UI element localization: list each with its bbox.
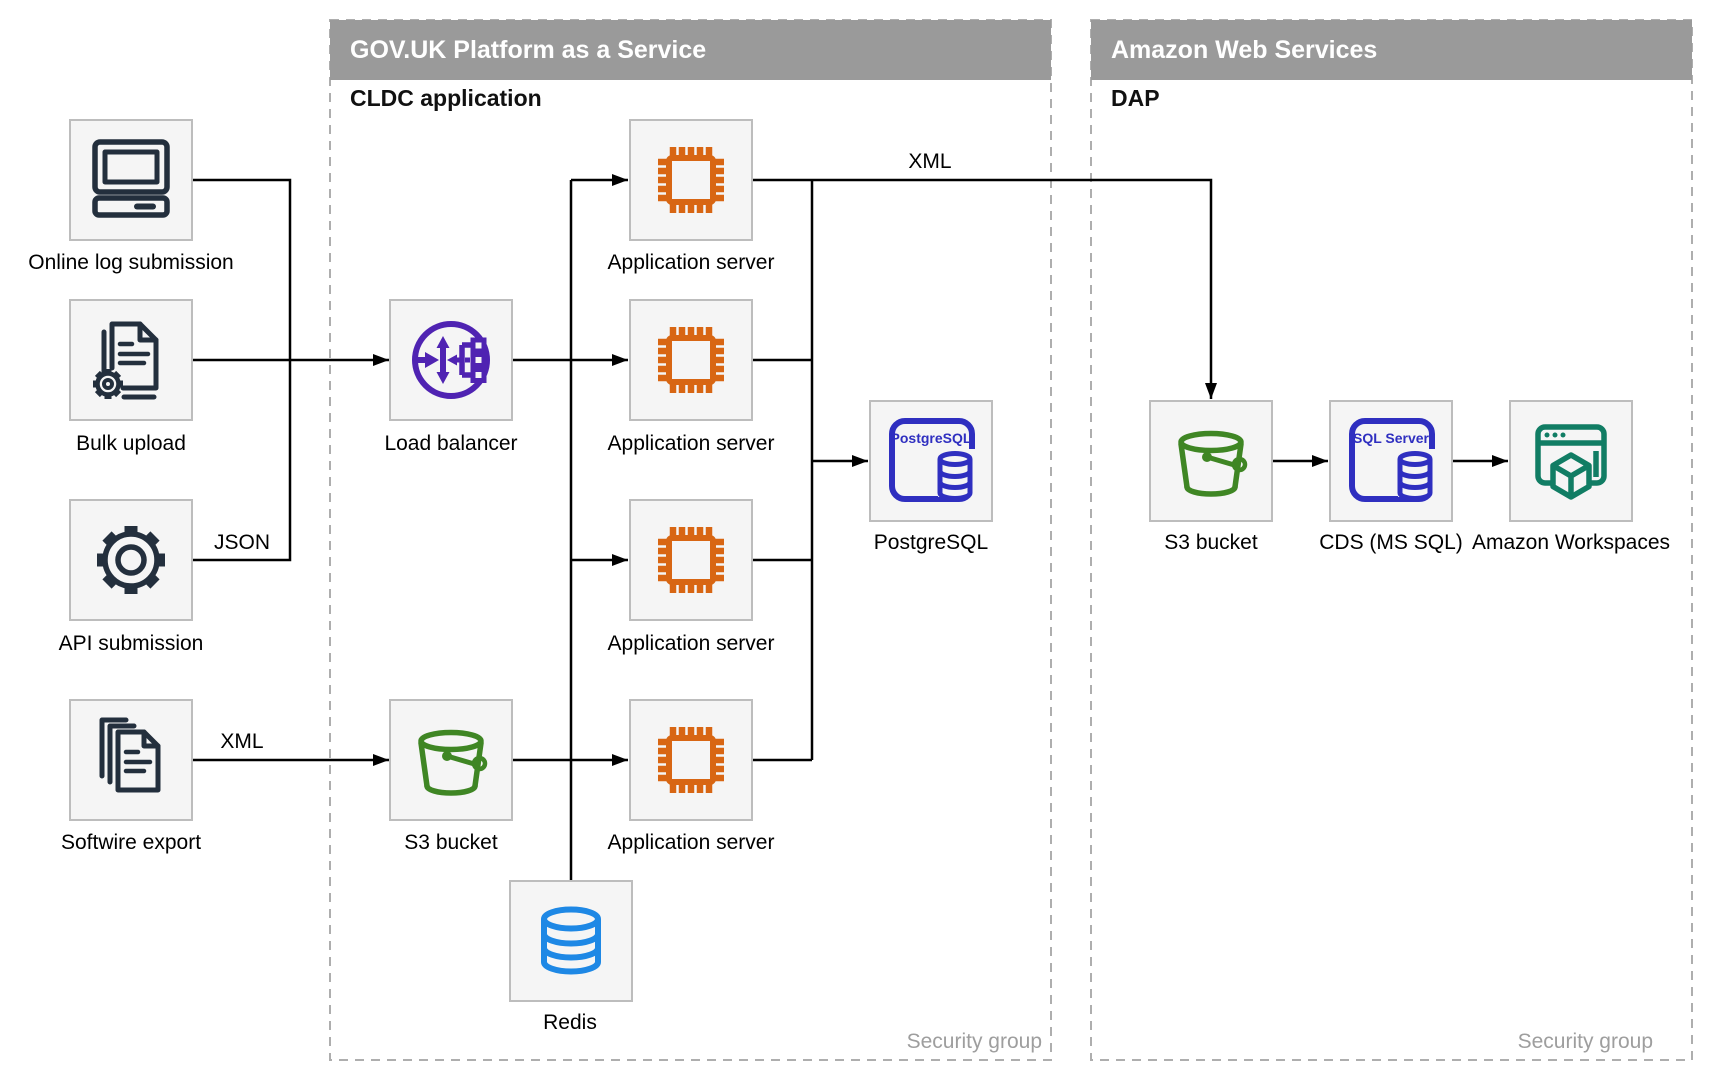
node-app-server-1: Application server bbox=[608, 119, 775, 274]
edge-label-xml-app: XML bbox=[908, 150, 951, 173]
softwire-export-label: Softwire export bbox=[61, 831, 201, 854]
online-log-label: Online log submission bbox=[28, 251, 233, 274]
bucket-icon bbox=[1178, 430, 1248, 497]
app-server-1-box bbox=[629, 119, 753, 241]
database-cylinder-icon bbox=[541, 906, 601, 975]
aws-sublabel: DAP bbox=[1111, 85, 1160, 111]
paas-container-header bbox=[330, 20, 1051, 80]
node-cds-mssql: SQL Server CDS (MS SQL) bbox=[1319, 400, 1463, 554]
app-server-3-box bbox=[629, 499, 753, 621]
edge-app-server-xml-to-aws-s3 bbox=[752, 178, 1217, 399]
app-server-1-label: Application server bbox=[608, 251, 775, 274]
chip-icon bbox=[658, 147, 724, 213]
workspaces-window-cube-icon bbox=[1535, 424, 1607, 500]
aws-container: Amazon Web Services DAP Security group bbox=[1090, 19, 1693, 1061]
aws-security-group-label: Security group bbox=[1518, 1030, 1653, 1053]
paas-container-title: GOV.UK Platform as a Service bbox=[350, 36, 706, 64]
bucket-icon bbox=[418, 729, 488, 796]
node-app-server-2: Application server bbox=[608, 299, 775, 455]
node-s3-bucket-aws: S3 bucket bbox=[1149, 400, 1273, 554]
paas-security-group-label: Security group bbox=[907, 1030, 1042, 1053]
bulk-upload-label: Bulk upload bbox=[76, 432, 186, 455]
s3-aws-label: S3 bucket bbox=[1164, 531, 1258, 554]
node-app-server-3: Application server bbox=[608, 499, 775, 655]
chip-icon bbox=[658, 727, 724, 793]
node-amazon-workspaces: Amazon Workspaces bbox=[1472, 400, 1670, 554]
postgresql-icon-text: PostgreSQL bbox=[891, 430, 972, 446]
computer-icon bbox=[92, 139, 170, 218]
app-server-4-box bbox=[629, 699, 753, 821]
documents-stack-icon bbox=[99, 717, 161, 793]
api-submission-label: API submission bbox=[59, 632, 204, 655]
cds-label: CDS (MS SQL) bbox=[1319, 531, 1463, 554]
bulk-upload-box bbox=[69, 299, 193, 421]
postgresql-database-icon: PostgreSQL bbox=[889, 418, 978, 502]
edge-label-json: JSON bbox=[214, 531, 270, 554]
node-redis: Redis bbox=[509, 880, 633, 1034]
postgresql-label: PostgreSQL bbox=[874, 531, 988, 554]
edges bbox=[192, 174, 1508, 881]
s3-aws-box bbox=[1149, 400, 1273, 522]
chip-icon bbox=[658, 527, 724, 593]
edge-api-submission-to-junction bbox=[192, 360, 292, 562]
app-server-2-box bbox=[629, 299, 753, 421]
edge-label-xml-softwire: XML bbox=[220, 730, 263, 753]
node-postgresql: PostgreSQL PostgreSQL bbox=[869, 400, 993, 554]
node-api-submission: API submission bbox=[59, 499, 204, 655]
document-gear-icon bbox=[93, 321, 159, 400]
workspaces-label: Amazon Workspaces bbox=[1472, 531, 1670, 554]
sql-server-database-icon: SQL Server bbox=[1349, 418, 1438, 502]
chip-icon bbox=[658, 327, 724, 393]
api-submission-box bbox=[69, 499, 193, 621]
node-load-balancer: Load balancer bbox=[384, 299, 518, 455]
sql-server-icon-text: SQL Server bbox=[1353, 430, 1430, 446]
app-server-4-label: Application server bbox=[608, 831, 775, 854]
node-softwire-export: Softwire export bbox=[61, 699, 201, 854]
node-online-log-submission: Online log submission bbox=[28, 119, 234, 274]
paas-sublabel: CLDC application bbox=[350, 85, 542, 111]
app-server-2-label: Application server bbox=[608, 432, 775, 455]
gear-icon bbox=[97, 526, 165, 594]
app-server-3-label: Application server bbox=[608, 632, 775, 655]
aws-container-border bbox=[1090, 19, 1693, 1061]
node-app-server-4: Application server bbox=[608, 699, 775, 854]
s3-paas-label: S3 bucket bbox=[404, 831, 498, 854]
s3-paas-box bbox=[389, 699, 513, 821]
node-bulk-upload: Bulk upload bbox=[69, 299, 193, 455]
edge-online-log-to-junction bbox=[192, 178, 292, 360]
aws-container-header bbox=[1091, 20, 1692, 80]
load-balancer-icon bbox=[412, 321, 490, 399]
paas-container: GOV.UK Platform as a Service CLDC applic… bbox=[329, 19, 1052, 1061]
node-s3-bucket-paas: S3 bucket bbox=[389, 699, 513, 854]
aws-container-title: Amazon Web Services bbox=[1111, 36, 1377, 64]
redis-label: Redis bbox=[543, 1011, 597, 1034]
load-balancer-label: Load balancer bbox=[384, 432, 517, 455]
